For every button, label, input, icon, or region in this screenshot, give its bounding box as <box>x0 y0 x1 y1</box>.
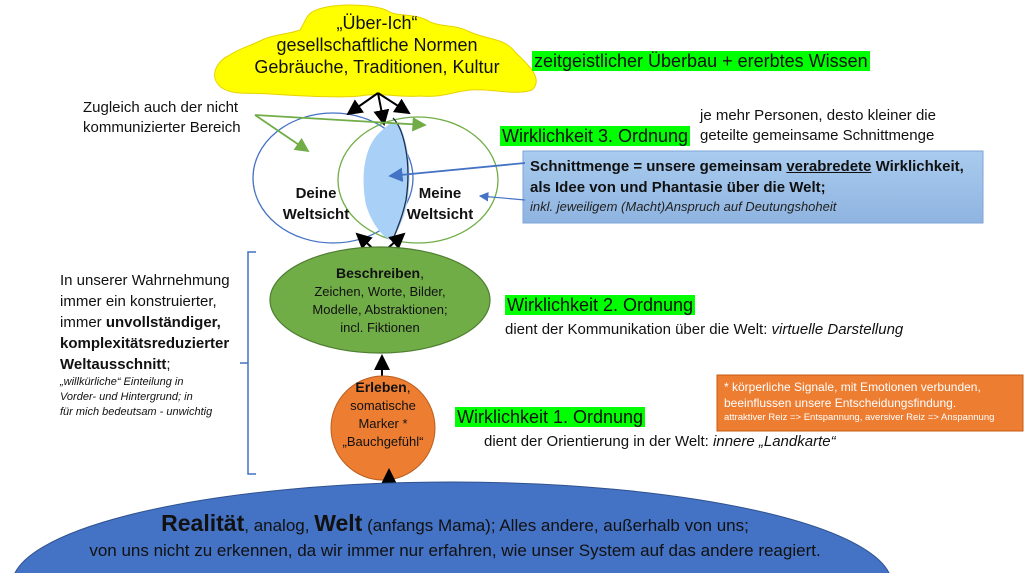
uncommunicated-note-line1: Zugleich auch der nicht <box>83 99 239 116</box>
superstructure-label: zeitgeistlicher Überbau + ererbtes Wisse… <box>532 51 870 71</box>
intersection-info-line3: inkl. jeweiligem (Macht)Anspruch auf Deu… <box>530 199 837 214</box>
arrow-box-to-intersection <box>388 162 526 182</box>
experience-line3: „Bauchgefühl“ <box>342 434 424 449</box>
superego-line2: Gebräuche, Traditionen, Kultur <box>254 57 500 77</box>
intersection-border <box>392 117 409 241</box>
perception-italic3: für mich bedeutsam - unwichtig <box>60 406 213 418</box>
reality3-note-line2: geteilte gemeinsame Schnittmenge <box>700 127 935 144</box>
reality3-note: je mehr Personen, desto kleiner die gete… <box>700 106 936 146</box>
intersection-info-line2: als Idee von und Phantasie über die Welt… <box>530 179 826 196</box>
my-worldview-line2: Weltsicht <box>406 206 474 223</box>
my-worldview-label: Meine Weltsicht <box>405 183 475 225</box>
your-worldview-circle <box>252 112 414 244</box>
experience-text: Erleben, somatische Marker * „Bauchgefüh… <box>331 378 435 451</box>
intersection-info-line1: Schnittmenge = unsere gemeinsam verabred… <box>530 158 964 175</box>
intersection-area <box>363 122 410 240</box>
experience-line1: somatische <box>350 398 416 413</box>
somatic-note: * körperliche Signale, mit Emotionen ver… <box>724 379 1024 425</box>
arrow-note-to-mine <box>254 114 427 132</box>
reality-line2: von uns nicht zu erkennen, da wir immer … <box>89 541 821 560</box>
perception-line4: komplexitätsreduzierter <box>60 335 230 352</box>
reality2-desc: dient der Kommunikation über die Welt: v… <box>505 321 904 338</box>
experience-line2: Marker * <box>358 416 408 431</box>
arrow-box-to-mine <box>478 191 526 202</box>
arrow-cloud-to-mine <box>377 92 411 115</box>
superego-text: „Über-Ich“ gesellschaftliche Normen Gebr… <box>222 12 532 78</box>
experience-title: Erleben, <box>355 379 411 395</box>
perception-note: In unserer Wahrnehmung immer ein konstru… <box>60 270 250 420</box>
your-worldview-line2: Weltsicht <box>282 206 350 223</box>
uncommunicated-note-line2: kommunizierter Bereich <box>83 119 241 136</box>
reality3-label: Wirklichkeit 3. Ordnung <box>500 126 691 146</box>
reality1-label: Wirklichkeit 1. Ordnung <box>455 407 646 427</box>
reality2-label: Wirklichkeit 2. Ordnung <box>505 295 696 315</box>
reality1-desc: dient der Orientierung in der Welt: inne… <box>484 433 836 450</box>
describe-text: Beschreiben, Zeichen, Worte, Bilder, Mod… <box>290 264 470 337</box>
reality3-note-line1: je mehr Personen, desto kleiner die <box>700 107 936 124</box>
somatic-note-line1: * körperliche Signale, mit Emotionen ver… <box>724 380 981 394</box>
superego-title: „Über-Ich“ <box>336 13 418 33</box>
superego-cloud <box>214 4 537 98</box>
somatic-note-line3: attraktiver Reiz => Entspannung, aversiv… <box>724 412 995 423</box>
perception-italic1: „willkürliche“ Einteilung in <box>60 376 184 388</box>
your-worldview-line1: Deine <box>295 185 337 202</box>
perception-line5: Weltausschnitt; <box>60 356 171 373</box>
my-worldview-line1: Meine <box>418 185 462 202</box>
arrow-cloud-to-intersection <box>373 92 390 126</box>
perception-italic2: Vorder- und Hintergrund; in <box>60 391 193 403</box>
somatic-note-line2: beeinflussen unsere Entscheidungsfindung… <box>724 396 957 410</box>
describe-line3: incl. Fiktionen <box>340 320 420 335</box>
describe-line2: Modelle, Abstraktionen; <box>312 302 448 317</box>
your-worldview-label: Deine Weltsicht <box>281 183 351 225</box>
arrow-cloud-to-yours <box>346 92 379 116</box>
superego-line1: gesellschaftliche Normen <box>276 35 478 55</box>
reality-text: Realität, analog, Welt (anfangs Mama); A… <box>30 510 880 563</box>
describe-title: Beschreiben, <box>336 265 424 281</box>
reality-ellipse <box>14 481 890 573</box>
perception-line2: immer ein konstruierter, <box>60 293 217 310</box>
my-worldview-circle <box>337 116 499 244</box>
intersection-info-box <box>522 150 984 224</box>
uncommunicated-note: Zugleich auch der nicht kommunizierter B… <box>83 98 241 138</box>
perception-bracket <box>240 251 256 475</box>
arrow-note-to-yours <box>254 114 310 153</box>
somatic-note-box <box>716 374 1024 432</box>
perception-line3: immer unvollständiger, <box>60 314 221 331</box>
intersection-info-text: Schnittmenge = unsere gemeinsam verabred… <box>530 156 980 215</box>
describe-ellipse <box>269 246 491 354</box>
reality-line1: Realität, analog, Welt (anfangs Mama); A… <box>161 510 749 536</box>
describe-line1: Zeichen, Worte, Bilder, <box>314 284 446 299</box>
perception-line1: In unserer Wahrnehmung <box>60 272 230 289</box>
